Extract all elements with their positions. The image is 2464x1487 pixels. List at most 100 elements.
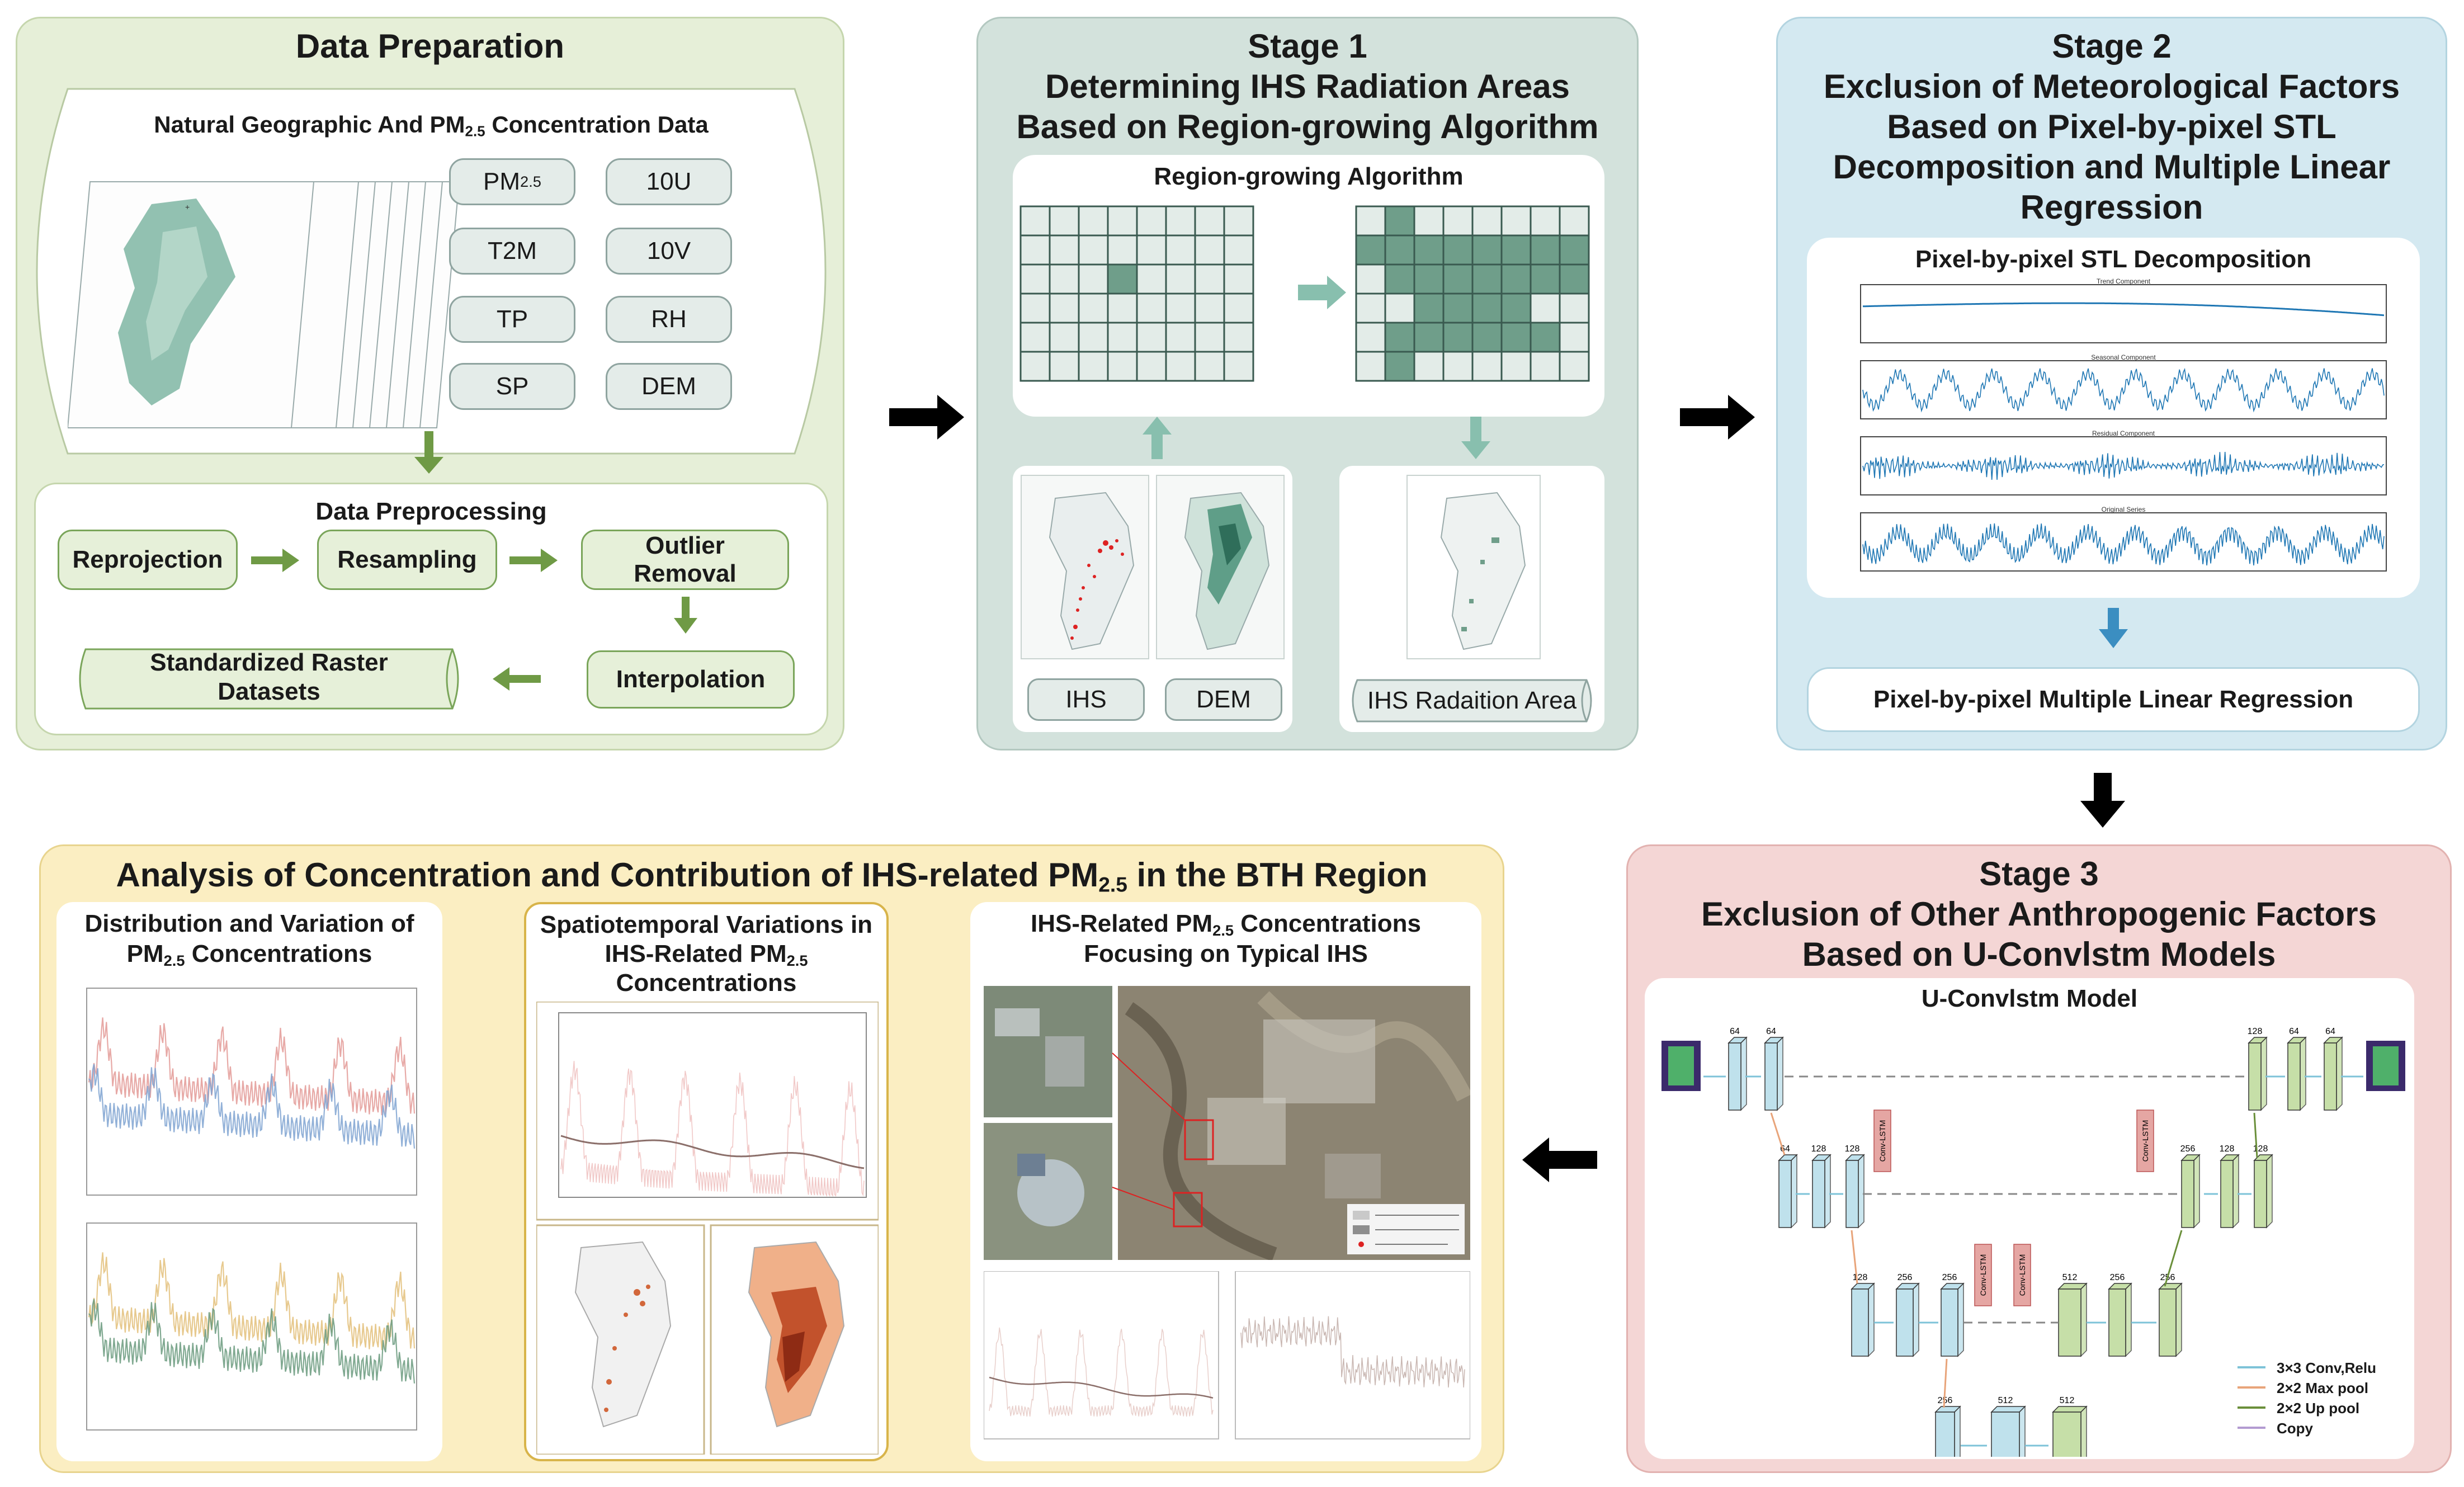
maxpool-arrow (1770, 1112, 1786, 1155)
conv-block-label: 256 (2110, 1273, 2125, 1282)
grid-cell (1107, 234, 1138, 266)
grid-cell (1019, 322, 1051, 353)
conv-block-side (2175, 1282, 2182, 1357)
u-convlstm-title: U-Convlstm Model (1921, 985, 2138, 1012)
conv-block (2220, 1160, 2234, 1228)
stage2-title-line4: Decomposition and Multiple Linear (1833, 148, 2391, 186)
grid-cell (1384, 263, 1415, 295)
grid-cell (1107, 205, 1138, 237)
grid-cell (1078, 292, 1109, 324)
grid-cell (1136, 351, 1167, 382)
grid-cell (1049, 263, 1080, 295)
radiation-area-box: IHS Radaition Area (1339, 466, 1604, 732)
conv-block-side (2300, 1036, 2306, 1111)
distribution-title-line1: Distribution and Variation of (84, 910, 414, 937)
up-arrow-icon (1143, 417, 1172, 459)
distribution-charts (86, 988, 417, 1431)
preprocessing-title: Data Preprocessing (315, 498, 547, 525)
stacked-map-layers: + (68, 181, 459, 428)
conv-block (2159, 1288, 2177, 1357)
conv-block-label: 256 (2180, 1144, 2196, 1154)
spatiotemporal-title-line2: IHS-Related PM2.5 (526, 939, 886, 976)
mlr-box: Pixel-by-pixel Multiple Linear Regressio… (1807, 667, 2420, 732)
grid-cell (1500, 351, 1532, 382)
grid-cell (1165, 292, 1196, 324)
geo-data-box: Natural Geographic And PM2.5 Concentrati… (34, 87, 828, 456)
typical-ihs-title-text: IHS-Related PM (1031, 910, 1213, 937)
grid-cell (1136, 234, 1167, 266)
grid-cell (1136, 263, 1167, 295)
grid-cell (1559, 292, 1590, 324)
legend-maxpool: 2×2 Max pool (2277, 1380, 2368, 1396)
grid-cell (1019, 205, 1051, 237)
variable-sp: SP (449, 363, 575, 410)
conv-block (1778, 1160, 1792, 1228)
grid-cell (1107, 351, 1138, 382)
spatiotemporal-title-text: IHS-Related PM (605, 940, 787, 967)
grid-cell (1223, 292, 1254, 324)
grid-cell (1442, 234, 1474, 266)
grid-cell (1559, 205, 1590, 237)
down-arrow-icon (2080, 773, 2125, 828)
conv-block-label: 128 (2253, 1144, 2268, 1154)
down-arrow-icon (2099, 608, 2128, 648)
radiation-area-map (1406, 475, 1541, 659)
grid-cell (1384, 234, 1415, 266)
grid-cell (1355, 234, 1386, 266)
geo-title-sub: 2.5 (465, 122, 485, 140)
ihs-series-line (989, 1327, 1214, 1417)
distribution-box: Distribution and Variation of PM2.5 Conc… (56, 902, 442, 1461)
conv-block-label: 512 (2060, 1396, 2075, 1405)
grid-cell (1413, 292, 1445, 324)
conv-block-side (2260, 1036, 2267, 1111)
grid-cell (1049, 205, 1080, 237)
grid-cell (1355, 205, 1386, 237)
conv-block-label: 256 (1942, 1273, 1957, 1282)
grid-cell (1049, 292, 1080, 324)
grid-cell (1078, 322, 1109, 353)
mlr-label: Pixel-by-pixel Multiple Linear Regressio… (1873, 686, 2354, 713)
stage3-panel: Stage 3 Exclusion of Other Anthropogenic… (1626, 844, 2452, 1473)
conv-block-side (1957, 1282, 1964, 1357)
distribution-title-line2: PM2.5 Concentrations (56, 939, 442, 976)
grid-cell (1165, 205, 1196, 237)
grid-cell (1413, 234, 1445, 266)
interpolation-step: Interpolation (587, 650, 795, 709)
outlier-removal-step: Outlier Removal (581, 530, 789, 590)
grid-cell (1223, 322, 1254, 353)
conv-block-side (1740, 1036, 1747, 1111)
analysis-title-text-post: in the BTH Region (1127, 856, 1428, 894)
conv-block-label: 128 (2248, 1027, 2263, 1036)
stage2-title-line1: Stage 2 (2052, 27, 2172, 65)
down-arrow-icon (674, 597, 697, 634)
stl-panel-label: Residual Component (2092, 429, 2155, 437)
grid-cell (1442, 292, 1474, 324)
conv-block (1812, 1160, 1825, 1228)
svg-text:+: + (185, 202, 190, 211)
ihs-dem-box: IHS DEM (1013, 466, 1292, 732)
conv-block-side (1913, 1282, 1919, 1357)
convlstm-block (1873, 1110, 1891, 1172)
conv-block-side (1777, 1036, 1783, 1111)
spatiotemporal-title-line1: Spatiotemporal Variations in (540, 911, 873, 938)
conv-block-label: 128 (1811, 1144, 1826, 1154)
stage3-title-line2: Exclusion of Other Anthropogenic Factors (1701, 895, 2377, 933)
data-preparation-panel: Data Preparation Natural Geographic And … (16, 17, 844, 750)
grid-cell (1019, 234, 1051, 266)
grid-cell (1442, 205, 1474, 237)
grid-cell (1384, 205, 1415, 237)
right-arrow-icon (889, 395, 964, 440)
typical-ihs-title-text-post: Concentrations (1234, 910, 1421, 937)
unet-legend (2238, 1366, 2265, 1429)
grid-cell (1559, 234, 1590, 266)
grid-cell (1471, 292, 1503, 324)
conv-block-side (2080, 1282, 2087, 1357)
grid-cell (1019, 351, 1051, 382)
line-chart-series (88, 1017, 416, 1116)
variable-t2m: T2M (449, 228, 575, 275)
conv-block-side (2193, 1154, 2200, 1229)
distribution-title-text: PM (126, 940, 164, 967)
left-arrow-icon (1522, 1137, 1597, 1182)
